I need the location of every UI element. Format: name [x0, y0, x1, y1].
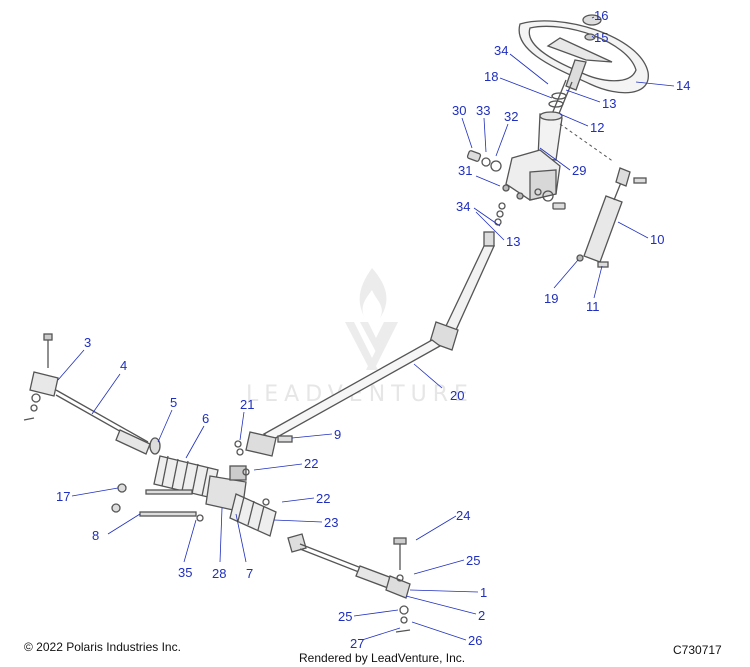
callout-label: 3 [84, 335, 92, 350]
callout-leader-line [475, 175, 501, 187]
callout-leader-line [559, 113, 589, 127]
callout-leader-line [239, 411, 245, 441]
callout-leader-line [591, 35, 595, 39]
callout-leader-line [461, 117, 473, 149]
callout-leader-line [361, 627, 401, 641]
callout-leader-line [405, 595, 477, 615]
callout-label: 27 [350, 636, 365, 651]
callout-leader-line [281, 497, 315, 503]
right-tie-rod [287, 533, 411, 633]
callout-label: 2 [478, 608, 486, 623]
callout-label: 23 [324, 515, 339, 530]
callout-label: 4 [120, 358, 128, 373]
callout-label: 28 [212, 566, 227, 581]
callout-label: 35 [178, 565, 193, 580]
callout-label: 13 [506, 234, 521, 249]
copyright-notice: © 2022 Polaris Industries Inc. [24, 640, 181, 654]
callout-label: 15 [594, 30, 609, 45]
callout-leader-line [57, 349, 85, 381]
callout-label: 5 [170, 395, 178, 410]
callout-label: 29 [572, 163, 587, 178]
callout-label: 19 [544, 291, 559, 306]
callout-leader-line [499, 77, 553, 99]
callout-label: 33 [476, 103, 491, 118]
callout-leader-line [617, 221, 649, 239]
upper-steering-shaft [548, 79, 573, 117]
tilt-cylinder [576, 167, 647, 268]
callout-leader-line [91, 373, 121, 415]
callout-leader-line [71, 487, 119, 497]
callout-leader-line [157, 409, 173, 443]
callout-leader-line [291, 433, 333, 439]
callout-leader-line [509, 53, 549, 85]
callout-leader-line [473, 207, 501, 227]
callout-label: 1 [480, 585, 488, 600]
callout-leader-line [413, 363, 443, 389]
callout-label: 25 [338, 609, 353, 624]
callout-label: 32 [504, 109, 519, 124]
callout-label: 10 [650, 232, 665, 247]
left-tie-rod [23, 333, 161, 455]
callout-leader-line [353, 609, 399, 617]
callout-leader-line [219, 507, 223, 563]
callout-label: 22 [304, 456, 319, 471]
callout-leader-line [107, 513, 141, 535]
rendered-by-notice: Rendered by LeadVenture, Inc. [299, 651, 466, 665]
callout-leader-line [553, 259, 579, 289]
callout-label: 11 [586, 299, 600, 314]
callout-label: 25 [466, 553, 481, 568]
column-bushings [466, 150, 566, 210]
callout-leader-line [475, 211, 505, 241]
callout-leader-line [593, 265, 603, 299]
callout-leader-line [409, 589, 479, 593]
callout-label: 30 [452, 103, 467, 118]
callout-leader-line [253, 463, 303, 471]
callout-label: 34 [494, 43, 509, 58]
steering-column-housing [505, 111, 563, 201]
callout-label: 34 [456, 199, 471, 214]
callout-label: 7 [246, 566, 254, 581]
callout-leader-line [413, 559, 465, 575]
callout-label: 24 [456, 508, 471, 523]
callout-leader-line [415, 515, 457, 541]
steering-rack [111, 455, 277, 537]
callout-leader-line [565, 89, 601, 103]
callout-leader-line [235, 513, 247, 563]
callout-leader-line [273, 519, 323, 523]
callout-label: 12 [590, 120, 605, 135]
horn-cap [582, 14, 602, 41]
callout-label: 20 [450, 388, 465, 403]
callout-label: 8 [92, 528, 100, 543]
callout-leader-line [185, 425, 205, 459]
steering-wheel [518, 20, 649, 94]
callout-label: 17 [56, 489, 71, 504]
callout-leader-line [483, 117, 487, 153]
callout-label: 21 [240, 397, 255, 412]
callout-label: 13 [602, 96, 617, 111]
callout-leader-line [635, 81, 675, 87]
lower-steering-shaft [234, 339, 442, 457]
callout-label: 18 [484, 69, 499, 84]
callout-label: 31 [458, 163, 473, 178]
diagram-code: C730717 [673, 643, 722, 657]
callout-label: 6 [202, 411, 210, 426]
callout-leader-line [183, 519, 197, 563]
callout-leader-line [411, 621, 467, 641]
callout-label: 9 [334, 427, 342, 442]
callout-label: 16 [594, 8, 609, 23]
callout-leader-line [495, 123, 509, 157]
callout-leader-line [591, 16, 595, 19]
intermediate-shaft [429, 202, 506, 351]
callout-leader-line [539, 147, 571, 171]
callout-label: 14 [676, 78, 691, 93]
callout-label: 22 [316, 491, 331, 506]
leadventure-logo-icon [345, 268, 398, 370]
callout-label: 26 [468, 633, 483, 648]
